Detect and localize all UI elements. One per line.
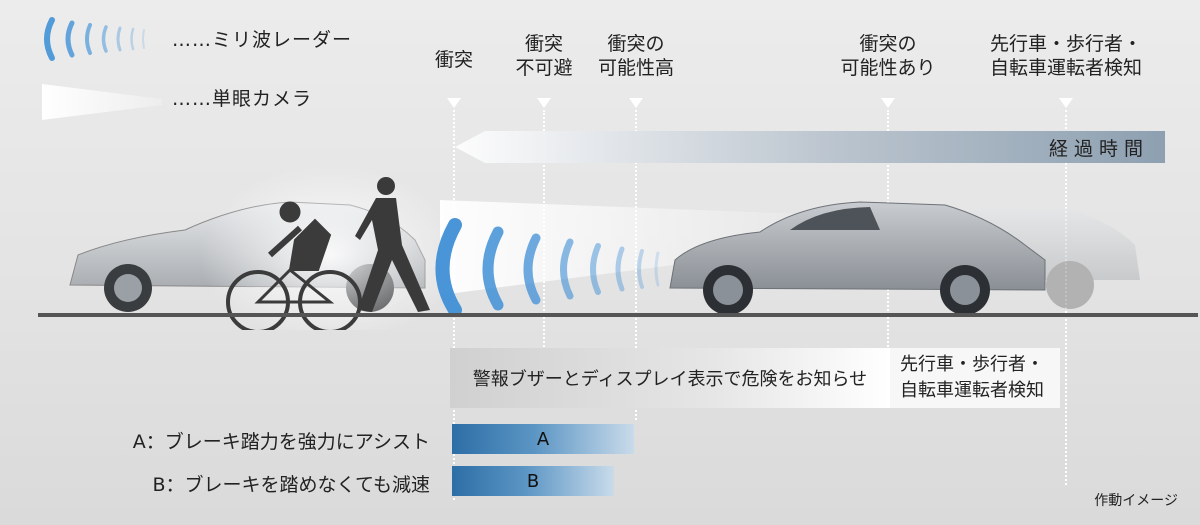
stage-high-possibility-label: 衝突の 可能性高 [597,33,675,79]
guide-line-detection [1065,110,1067,485]
road-line [38,313,1198,317]
scene-illustration [69,165,1140,330]
radar-waves [435,218,660,317]
warning-alert-text: 警報ブザーとディスプレイ表示で危険をお知らせ [472,369,868,390]
assist-a-label: A：ブレーキ踏力を強力にアシスト [132,431,430,453]
pedestrian-silhouette [355,177,430,312]
stage-unavoidable-marker [537,98,551,108]
assist-b-label: B：ブレーキを踏めなくても減速 [152,474,430,496]
stage-unavoidable-label: 衝突 不可避 [515,33,573,79]
warning-alert-bar: 警報ブザーとディスプレイ表示で危険をお知らせ [450,348,890,408]
cyclist-silhouette [226,201,362,330]
operation-image-note: 作動イメージ [1094,493,1178,509]
camera-beam [440,200,830,295]
stage-detection-label: 先行車・歩行者・ 自転車運転者検知 [989,33,1143,79]
elapsed-time-label: 経過時間 [1048,138,1149,160]
ego-car [669,201,1046,315]
stage-high-possibility-marker [629,98,643,108]
assist-b-bar-label: B [526,470,540,492]
radar-legend-icon [44,17,145,61]
radar-legend-label: ……ミリ波レーダー [172,29,353,51]
assist-a-bar-label: A [536,428,550,450]
stage-detection-marker [1059,98,1073,108]
assist-a-bar: A [452,424,634,454]
detection-box-text: 先行車・歩行者・ 自転車運転者検知 [900,354,1044,401]
stage-collision-marker [447,98,461,108]
camera-legend-icon [42,84,162,120]
assist-b-bar: B [452,466,614,496]
stage-possibility-marker [881,98,895,108]
detection-box: 先行車・歩行者・ 自転車運転者検知 [890,348,1060,408]
camera-legend-label: ……単眼カメラ [172,88,313,110]
stage-collision-label: 衝突 [434,49,474,71]
elapsed-time-bar: 経過時間 [455,131,1165,163]
stage-possibility-label: 衝突の 可能性あり [840,33,936,79]
